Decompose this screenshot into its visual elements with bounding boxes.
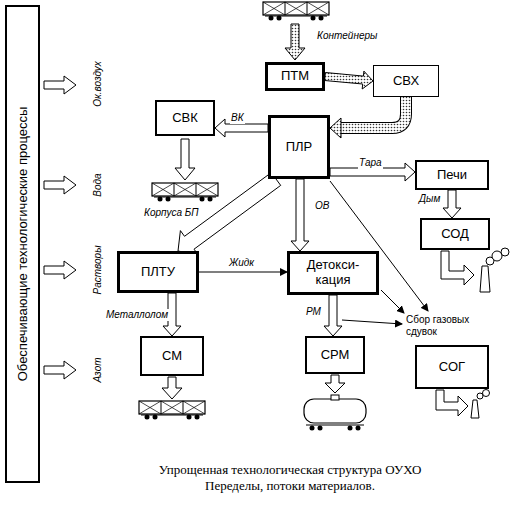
edge-label: ВК (230, 112, 245, 124)
box-label: Печи (437, 168, 467, 183)
flow-arrow (325, 71, 373, 89)
supply-arrows (44, 76, 76, 379)
caption: Упрощенная технологическая структура ОУХ… (140, 462, 440, 493)
box-label: СМ (162, 349, 182, 364)
tank-car-icon (304, 395, 366, 431)
edge-label: ОВ (314, 200, 330, 212)
box-label: ПТМ (281, 69, 309, 84)
process-box: СРМ (305, 336, 365, 374)
flow-label: Растворы (92, 244, 104, 295)
flow-label: Азот (92, 356, 104, 383)
flow-label: Вода (92, 172, 104, 197)
chimney-icon (471, 390, 490, 419)
edge-label: Дым (418, 193, 441, 205)
flow-label: Ок.воздух (92, 60, 104, 108)
wagon-icon (139, 401, 205, 420)
support-processes-band: Обеспечивающие технологические процессы (5, 5, 40, 483)
process-box: СМ (140, 336, 204, 376)
edge-label: РМ (305, 306, 322, 318)
box-label: СВХ (393, 74, 419, 89)
process-box: ПЛТУ (117, 251, 199, 293)
flow-arrow (330, 97, 406, 138)
edge-label: Металлолом (105, 309, 169, 321)
process-box: Детокси- кация (287, 251, 379, 295)
flow-label: Сбор газовых сдувок (405, 314, 487, 337)
container-arrow (285, 24, 305, 60)
box-label: СОГ (439, 360, 465, 375)
process-box: Печи (415, 160, 489, 190)
wagon-icon (152, 183, 218, 202)
process-box: ПЛР (268, 115, 330, 179)
edge-label: Жидк (228, 257, 255, 269)
box-label: ПЛТУ (141, 265, 175, 280)
process-box: СОГ (415, 345, 489, 389)
process-box: СВК (155, 100, 215, 136)
box-label: Обеспечивающие технологические процессы (15, 107, 30, 382)
box-label: СРМ (321, 348, 350, 363)
edge-label: Корпуса БП (143, 207, 200, 219)
flow-arrow (291, 179, 309, 251)
box-label: Детокси- кация (298, 258, 368, 288)
process-box: ПТМ (265, 62, 325, 91)
chimney-icon (480, 248, 509, 292)
wagon-icon (263, 2, 329, 21)
process-box: СОД (420, 218, 490, 250)
flow-label: Контейнеры (316, 30, 378, 42)
flow-arrow (324, 295, 342, 336)
flow-arrow (443, 190, 461, 218)
box-label: ПЛР (286, 140, 313, 155)
box-label: СОД (441, 227, 469, 242)
process-box: СВХ (373, 65, 439, 97)
edge-label: Тара (358, 157, 383, 169)
box-label: СВК (172, 111, 198, 126)
flow-arrow (199, 272, 287, 273)
